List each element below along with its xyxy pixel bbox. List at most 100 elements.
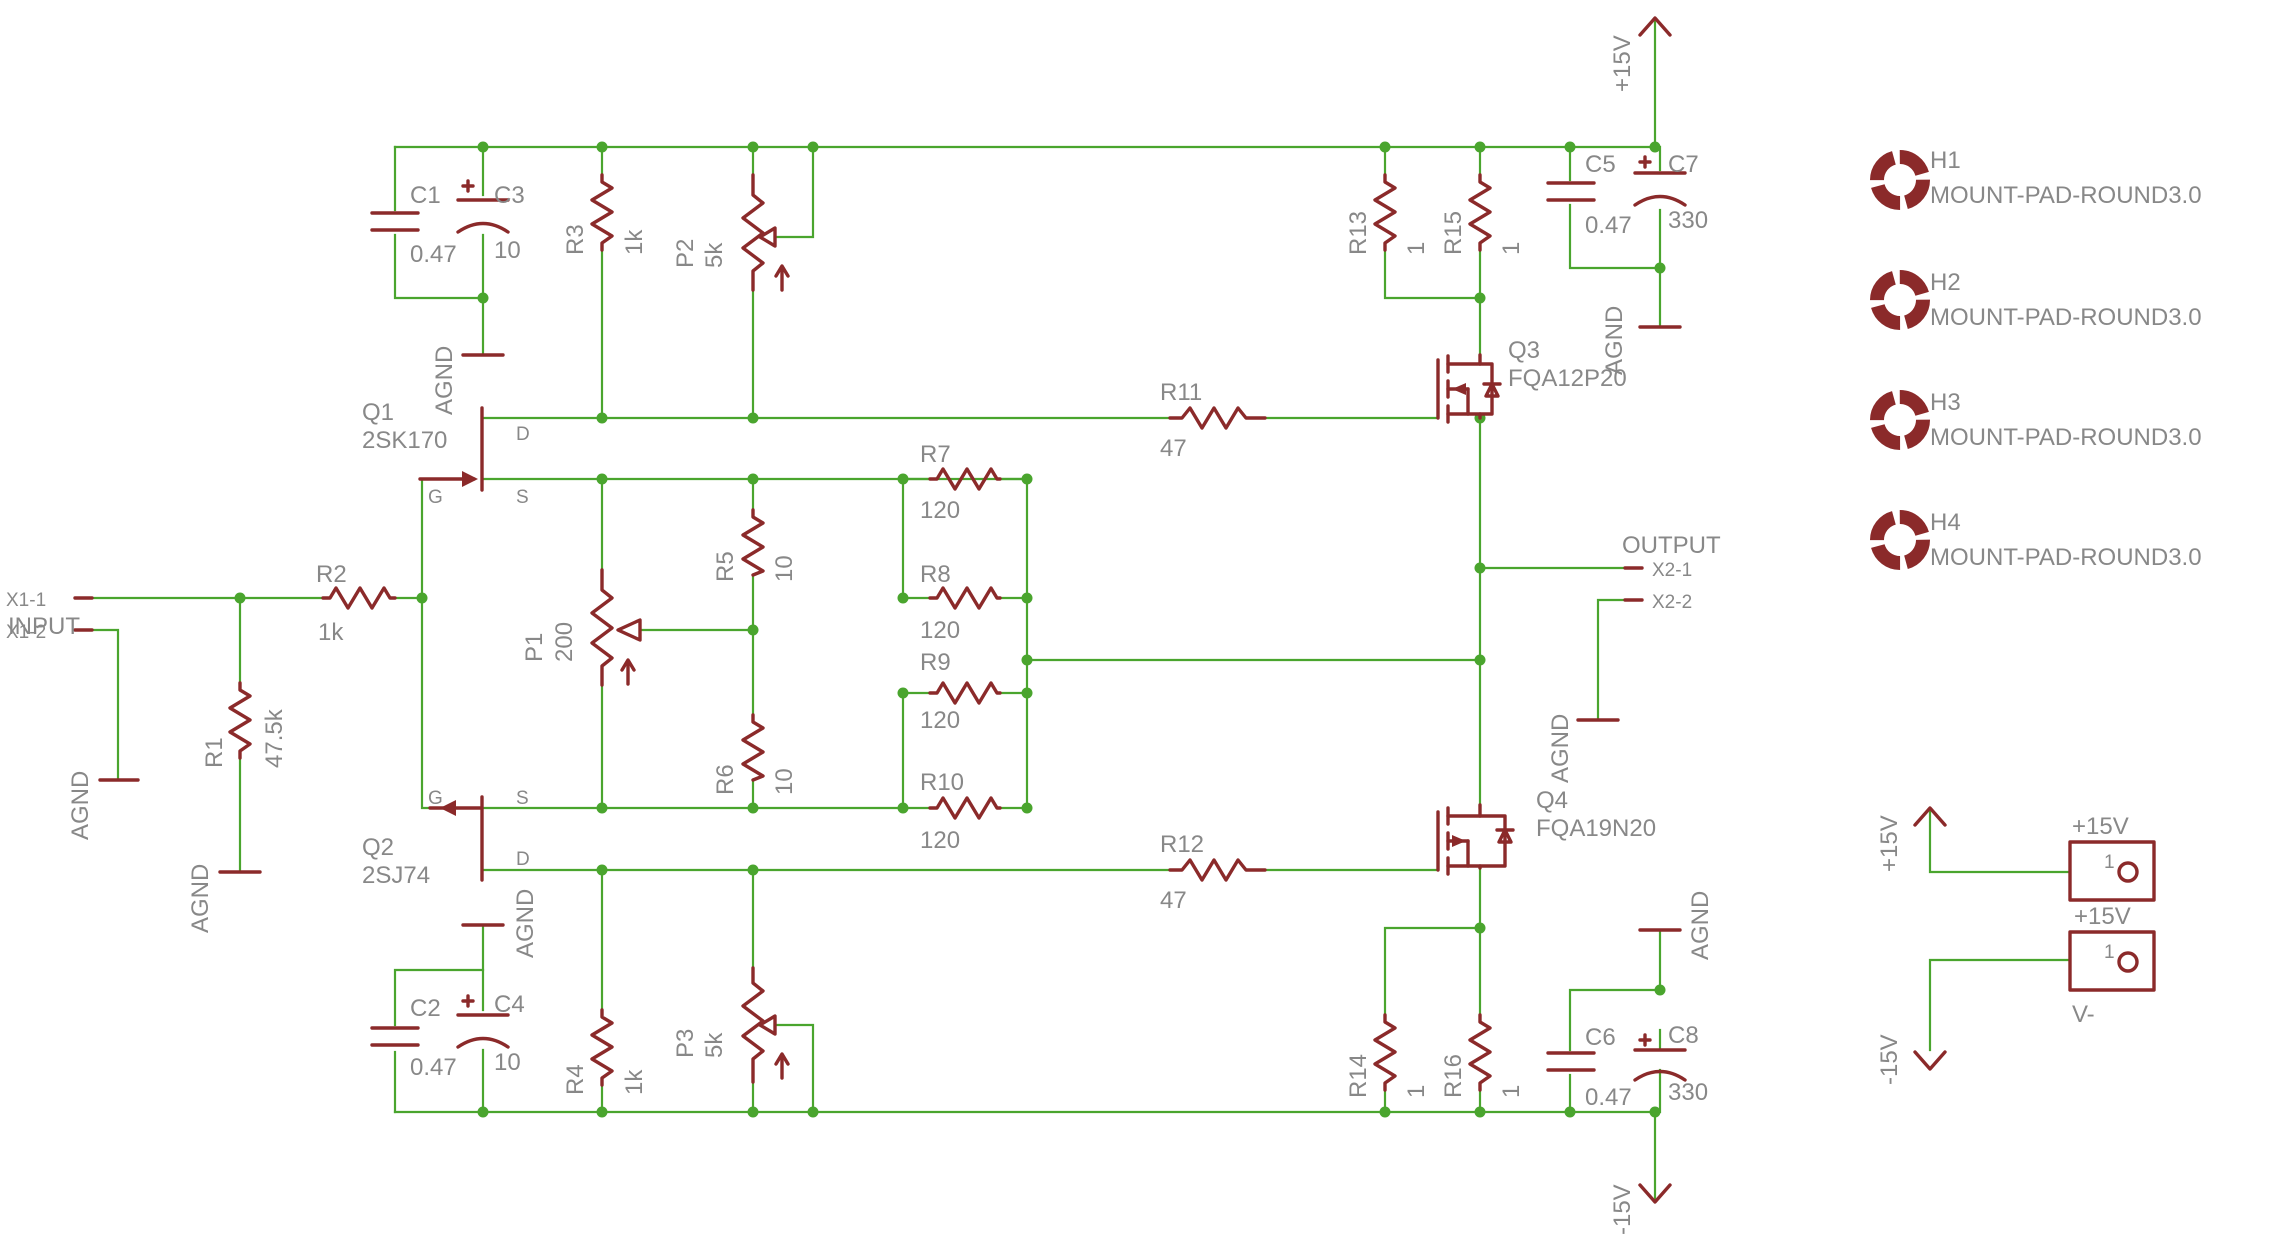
c5-name: C5 <box>1585 151 1616 178</box>
power-connector-bottom <box>2068 930 2156 992</box>
connector-x2-pins <box>1623 566 1644 602</box>
h3-value: MOUNT-PAD-ROUND3.0 <box>1930 424 2202 451</box>
supply-plus15-conn <box>1913 806 1947 827</box>
q1-pin-g: G <box>428 487 443 508</box>
r14-name: R14 <box>1345 1054 1372 1098</box>
c6-value: 0.47 <box>1585 1084 1632 1111</box>
q2-value: 2SJ74 <box>362 862 430 889</box>
resistor-r2 <box>321 586 397 610</box>
capacitor-c6 <box>1546 1051 1596 1072</box>
r10-value: 120 <box>920 827 960 854</box>
p3-name: P3 <box>672 1029 699 1058</box>
r16-name: R16 <box>1440 1054 1467 1098</box>
x1-pin1-label: X1-1 <box>6 590 46 611</box>
c8-value: 330 <box>1668 1079 1708 1106</box>
agnd-label-q2: AGND <box>512 889 539 958</box>
c1-value: 0.47 <box>410 241 457 268</box>
r15-name: R15 <box>1440 211 1467 255</box>
h4-name: H4 <box>1930 509 1961 536</box>
q1-name: Q1 <box>362 399 394 426</box>
r2-name: R2 <box>316 561 347 588</box>
connector-x1-pins <box>73 596 94 632</box>
agnd-label-input: AGND <box>67 771 94 840</box>
power-conn-pin1-b: 1 <box>2104 942 2115 963</box>
input-label: INPUT <box>8 613 80 640</box>
r8-name: R8 <box>920 561 951 588</box>
r12-name: R12 <box>1160 831 1204 858</box>
r16-value: 1 <box>1498 1085 1525 1098</box>
r9-name: R9 <box>920 649 951 676</box>
mosfet-q4 <box>1436 803 1515 876</box>
supply-plus15-top <box>1638 16 1672 37</box>
c1-name: C1 <box>410 182 441 209</box>
resistor-r12 <box>1168 858 1267 882</box>
h1-name: H1 <box>1930 147 1961 174</box>
r7-value: 120 <box>920 497 960 524</box>
c7-name: C7 <box>1668 151 1699 178</box>
supply-label-top: +15V <box>1609 35 1636 92</box>
r11-name: R11 <box>1160 379 1202 406</box>
p3-value: 5k <box>701 1032 728 1058</box>
p1-name: P1 <box>521 633 548 662</box>
q3-name: Q3 <box>1508 337 1540 364</box>
jfet-q1 <box>418 406 484 492</box>
q3-value: FQA12P20 <box>1508 365 1627 392</box>
x1-pin2-label: X1-2 <box>6 622 46 643</box>
r1-name: R1 <box>201 737 228 768</box>
r15-value: 1 <box>1498 242 1525 255</box>
c4-name: C4 <box>494 991 525 1018</box>
resistor-r6 <box>741 713 765 782</box>
capacitor-c2 <box>370 1026 420 1047</box>
agnd-label-c8: AGND <box>1687 891 1714 960</box>
power-conn-minus-label: V- <box>2072 1001 2095 1028</box>
p2-name: P2 <box>672 239 699 268</box>
agnd-label-r1: AGND <box>187 864 214 933</box>
c2-name: C2 <box>410 995 441 1022</box>
mount-pad-h2 <box>1870 270 1930 330</box>
r8-value: 120 <box>920 617 960 644</box>
h2-value: MOUNT-PAD-ROUND3.0 <box>1930 304 2202 331</box>
q1-pin-d: D <box>516 424 530 445</box>
mosfet-q3 <box>1436 353 1502 424</box>
c4-value: 10 <box>494 1049 521 1076</box>
resistor-r15 <box>1468 173 1492 252</box>
wires <box>83 18 2072 1202</box>
h3-name: H3 <box>1930 389 1961 416</box>
q2-name: Q2 <box>362 834 394 861</box>
output-label: OUTPUT <box>1622 532 1721 559</box>
capacitor-c7 <box>1633 155 1687 207</box>
jfet-q2 <box>428 795 484 882</box>
resistor-r4 <box>590 1008 614 1087</box>
potentiometer-p2 <box>741 173 790 292</box>
supply-label-bottom: -15V <box>1609 1184 1636 1235</box>
potentiometer-p3 <box>741 966 790 1084</box>
r13-value: 1 <box>1403 242 1430 255</box>
c7-value: 330 <box>1668 207 1708 234</box>
r13-name: R13 <box>1345 211 1372 255</box>
q2-pin-s: S <box>516 788 529 809</box>
resistor-r5 <box>741 508 765 577</box>
p2-value: 5k <box>701 242 728 268</box>
h2-name: H2 <box>1930 269 1961 296</box>
resistor-r16 <box>1468 1013 1492 1092</box>
q2-pin-d: D <box>516 849 530 870</box>
capacitor-c8 <box>1633 1033 1687 1082</box>
r5-name: R5 <box>712 551 739 582</box>
power-connector-top <box>2068 840 2156 902</box>
resistor-r8 <box>928 586 1002 610</box>
r6-value: 10 <box>771 768 798 795</box>
agnd-label-q1: AGND <box>431 346 458 415</box>
r3-value: 1k <box>621 229 648 255</box>
resistor-r3 <box>590 173 614 252</box>
c6-name: C6 <box>1585 1024 1616 1051</box>
c2-value: 0.47 <box>410 1054 457 1081</box>
r4-value: 1k <box>621 1069 648 1095</box>
capacitor-c3 <box>456 179 510 234</box>
supply-label-conn-plus: +15V <box>1876 815 1903 872</box>
capacitor-c1 <box>370 211 420 232</box>
h1-value: MOUNT-PAD-ROUND3.0 <box>1930 182 2202 209</box>
potentiometer-p1 <box>590 568 642 687</box>
supply-label-conn-minus: -15V <box>1876 1034 1903 1085</box>
r2-value: 1k <box>318 619 344 646</box>
